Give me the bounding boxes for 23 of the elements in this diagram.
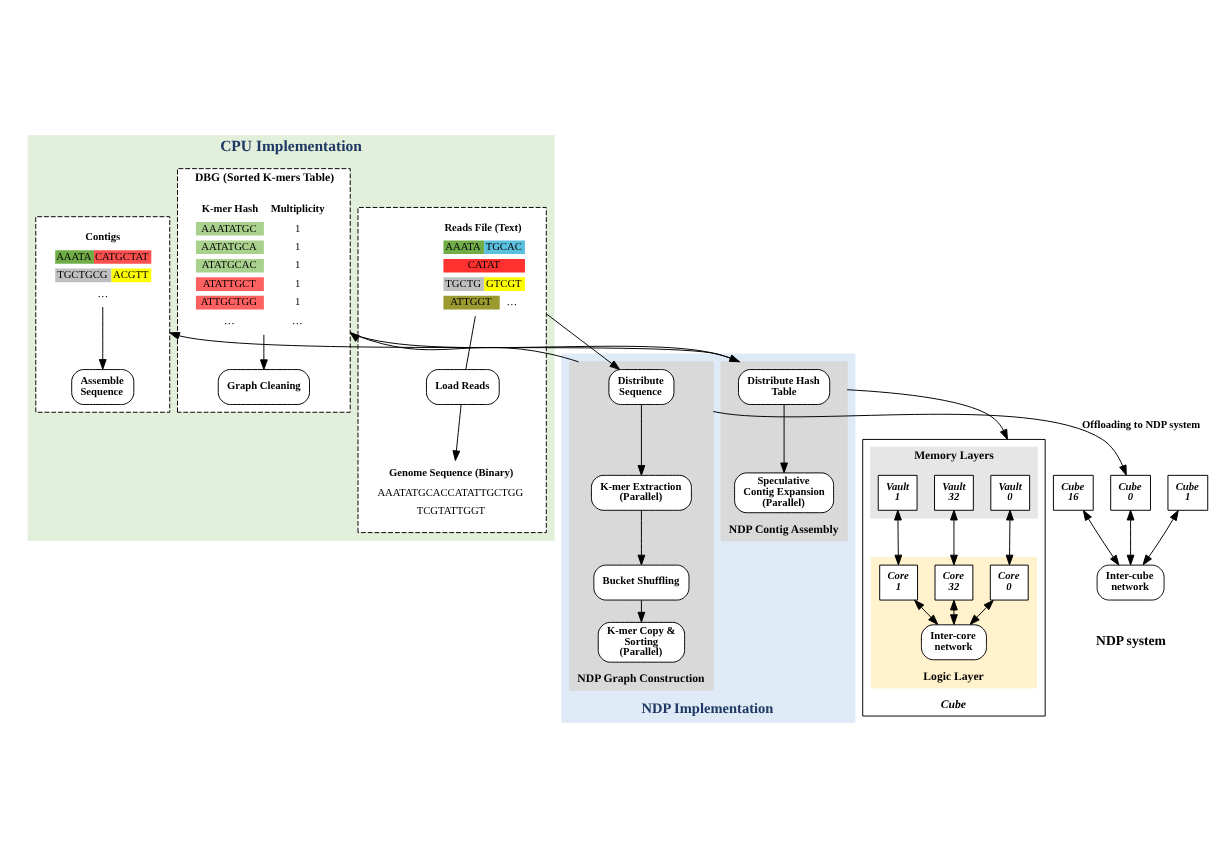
arrow	[1005, 508, 1014, 565]
arrow	[1082, 509, 1120, 565]
arrow	[349, 330, 580, 362]
arrow	[452, 403, 462, 460]
arrow	[969, 598, 994, 624]
arrow	[950, 508, 958, 565]
arrow	[894, 508, 903, 565]
arrow	[98, 305, 107, 369]
arrow	[637, 403, 646, 475]
arrow	[545, 312, 621, 369]
arrow	[914, 598, 939, 624]
arrow	[950, 598, 958, 624]
arrow	[637, 508, 646, 565]
arrow	[846, 388, 1008, 439]
connector	[465, 314, 476, 369]
arrow	[780, 403, 788, 473]
arrow	[1142, 509, 1179, 565]
arrow	[637, 598, 646, 622]
arrow	[1126, 508, 1135, 565]
cluster	[35, 215, 171, 412]
cluster	[357, 206, 547, 533]
arrow	[712, 410, 1127, 475]
arrow	[260, 333, 268, 370]
